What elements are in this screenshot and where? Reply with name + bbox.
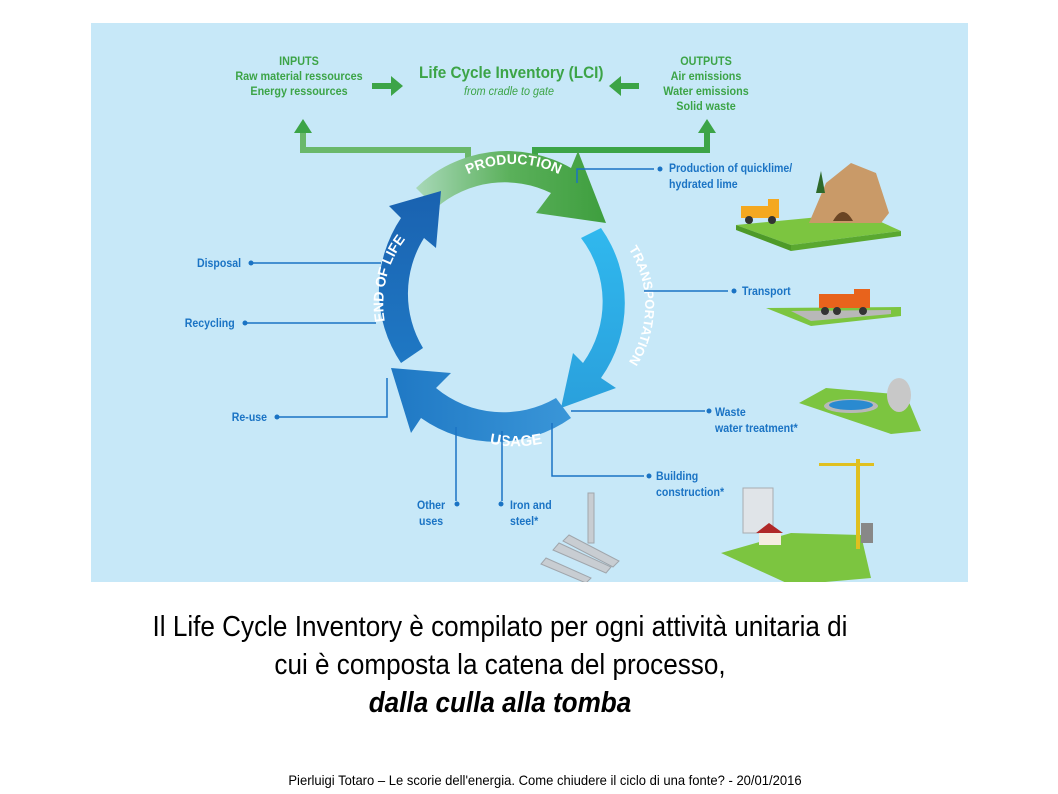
label-transport: Transport xyxy=(742,284,791,298)
inputs-title: INPUTS xyxy=(279,54,319,68)
slide-caption: Il Life Cycle Inventory è compilato per … xyxy=(50,608,950,722)
arrow-left-icon xyxy=(609,76,639,96)
stage-label-transportation: TRANSPORTATION xyxy=(626,243,657,369)
caption-line: cui è composta la catena del processo, xyxy=(274,649,726,681)
life-cycle-ring xyxy=(378,151,625,442)
stage-production-arrow xyxy=(416,151,606,223)
inputs-item: Raw material ressources xyxy=(235,69,363,83)
leader-dots xyxy=(242,166,737,507)
lci-subtitle: from cradle to gate xyxy=(463,84,555,98)
diagram-graphics: PRODUCTION TRANSPORTATION USAGE END OF L… xyxy=(242,76,921,582)
outputs-item: Solid waste xyxy=(676,99,736,113)
caption-line: Il Life Cycle Inventory è compilato per … xyxy=(152,611,848,643)
arrow-right-icon xyxy=(372,76,403,96)
label-building-construction: Building construction* xyxy=(656,469,725,499)
label-iron-steel: Iron and steel* xyxy=(510,498,552,528)
lci-diagram: PRODUCTION TRANSPORTATION USAGE END OF L… xyxy=(91,23,968,582)
outputs-item: Air emissions xyxy=(670,69,742,83)
label-other-uses: Other uses xyxy=(417,498,446,528)
label-waste-water: Waste water treatment* xyxy=(715,405,798,435)
inputs-block: INPUTS Raw material ressources Energy re… xyxy=(227,54,371,99)
label-reuse: Re-use xyxy=(231,410,267,424)
connector-to-inputs xyxy=(300,131,471,168)
quarry-illustration xyxy=(736,163,901,251)
construction-illustration xyxy=(721,459,874,582)
outputs-title: OUTPUTS xyxy=(680,54,732,68)
leader-lines xyxy=(245,168,728,501)
inputs-item: Energy ressources xyxy=(250,84,348,98)
outputs-item: Water emissions xyxy=(663,84,749,98)
outputs-block: OUTPUTS Air emissions Water emissions So… xyxy=(652,54,760,114)
stage-usage-arrow xyxy=(391,368,571,442)
label-recycling: Recycling xyxy=(185,316,235,330)
waste-water-illustration xyxy=(799,378,921,434)
stage-transportation-arrow xyxy=(561,228,625,408)
stage-end-of-life-arrow xyxy=(378,191,441,363)
caption-emphasis: dalla culla alla tomba xyxy=(368,687,632,719)
slide-footer: Pierluigi Totaro – Le scorie dell'energi… xyxy=(288,772,802,788)
arrow-up-icon xyxy=(294,119,312,133)
truck-icon xyxy=(819,294,854,308)
label-disposal: Disposal xyxy=(196,256,241,270)
steel-beams-illustration xyxy=(540,492,620,582)
dump-truck-icon xyxy=(741,206,779,218)
lci-title: Life Cycle Inventory (LCI) xyxy=(419,63,604,82)
stage-label-usage: USAGE xyxy=(489,431,543,451)
transport-illustration xyxy=(766,289,901,326)
label-production-quicklime: Production of quicklime/ hydrated lime xyxy=(669,161,793,191)
arrow-up-icon xyxy=(698,119,716,133)
